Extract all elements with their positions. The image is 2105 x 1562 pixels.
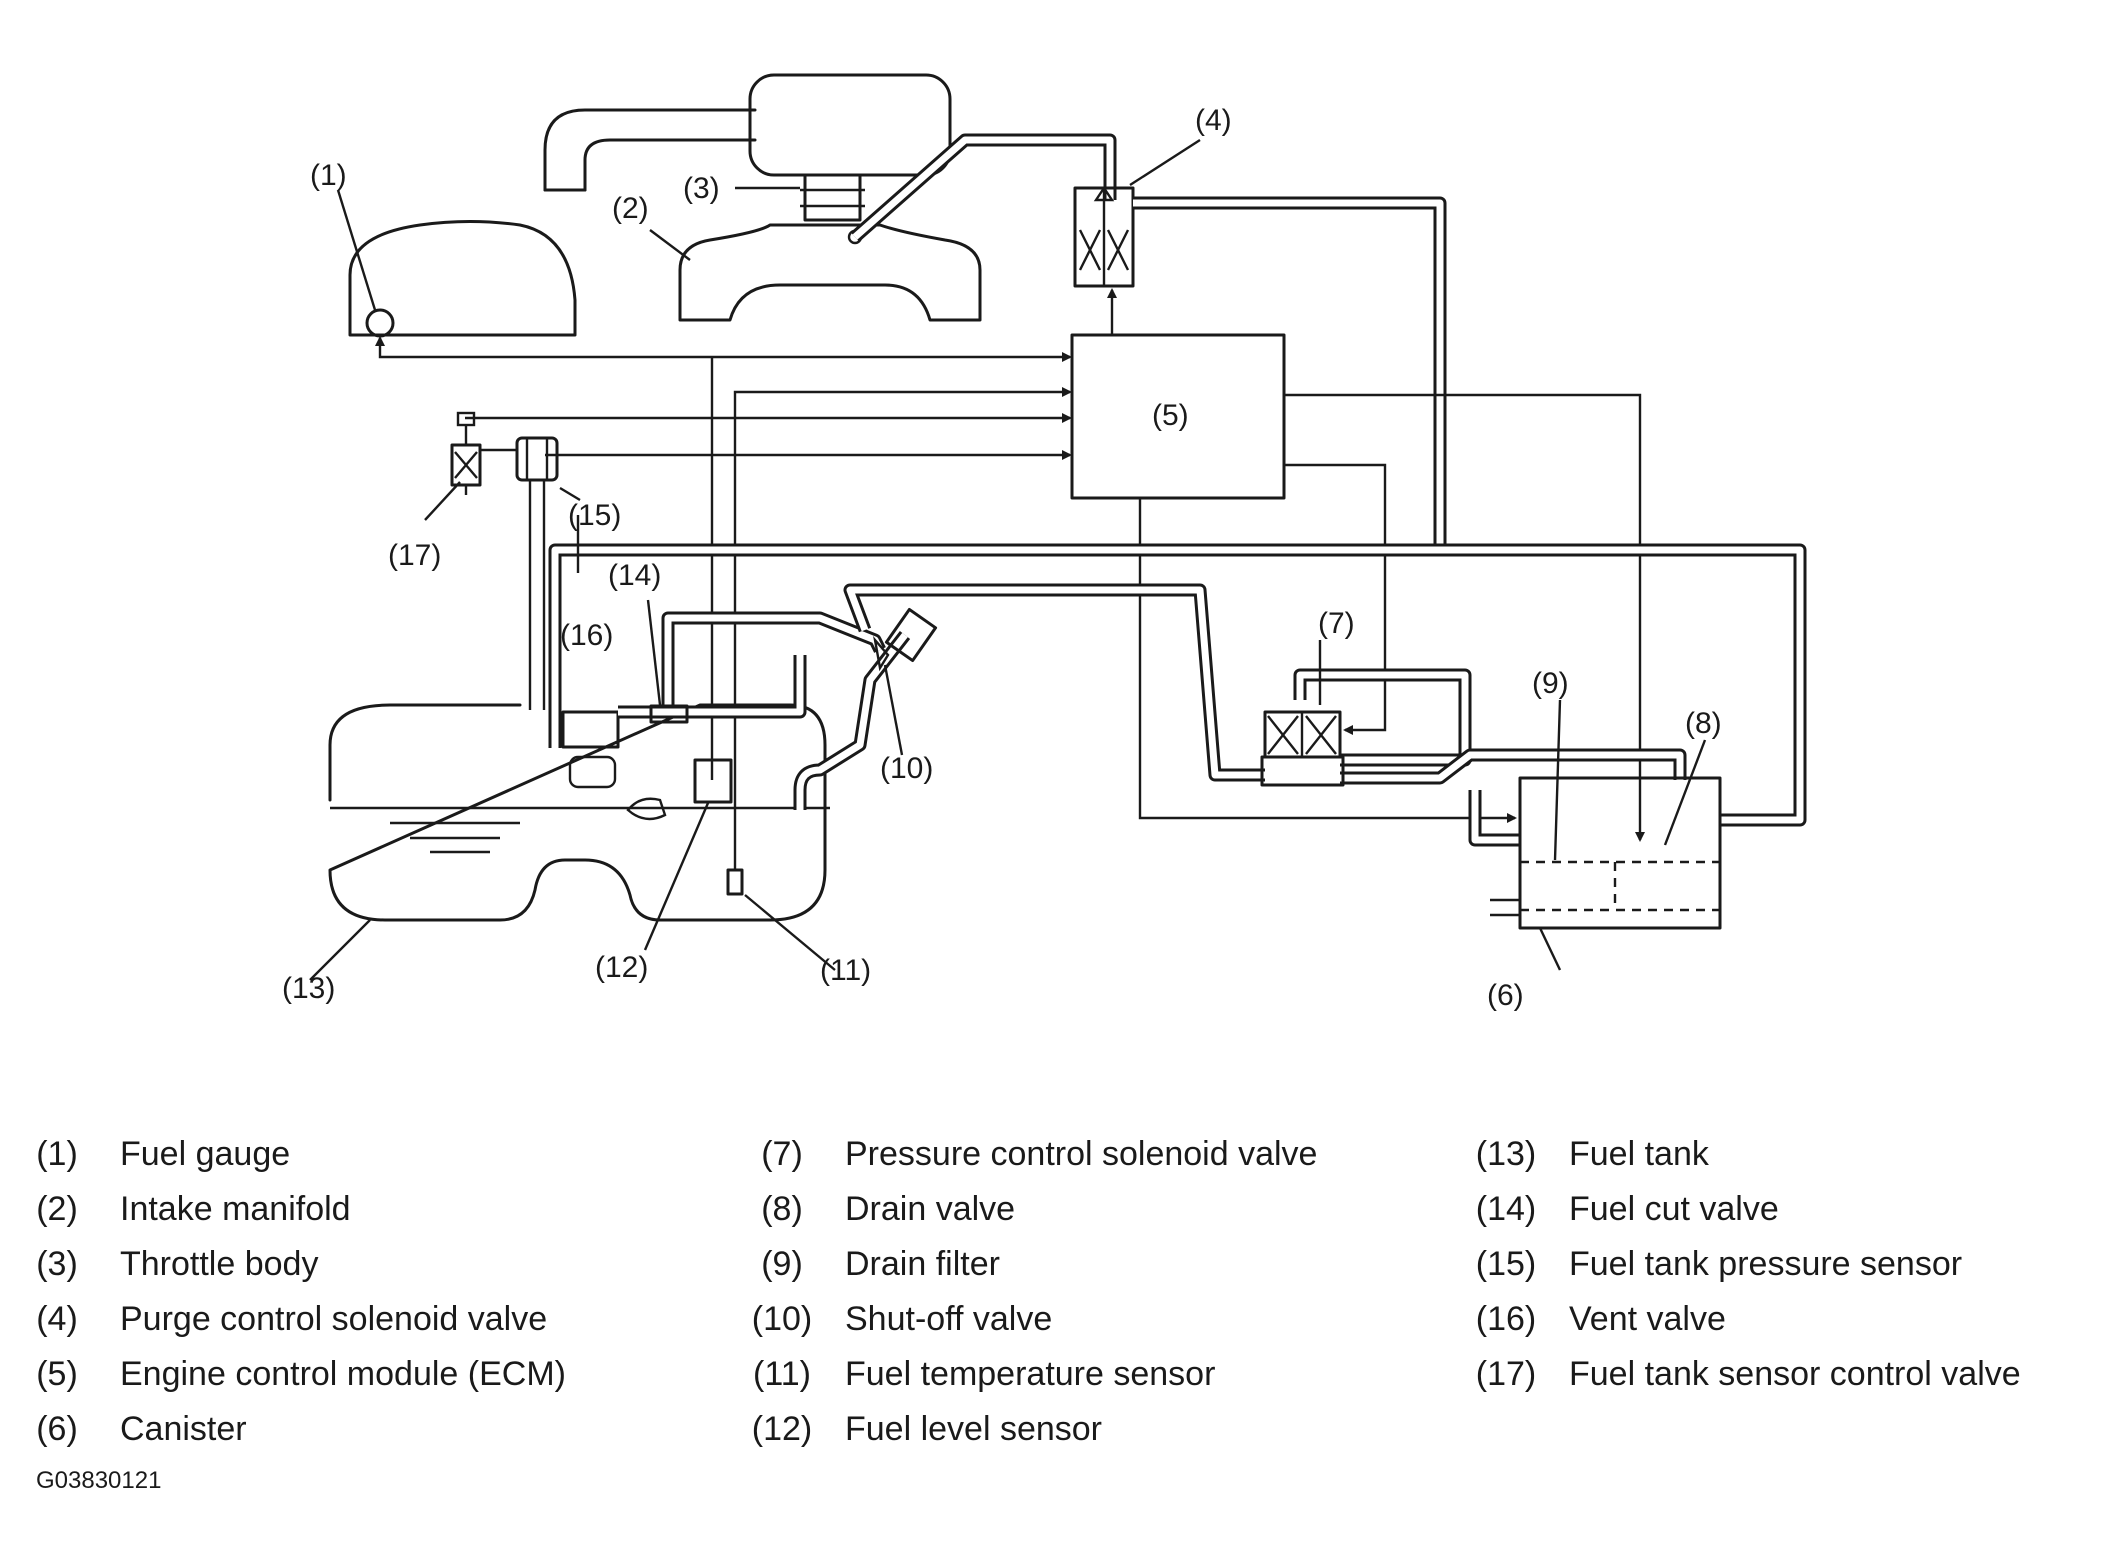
callout-13: (13) <box>282 972 335 1005</box>
legend-label: Pressure control solenoid valve <box>845 1135 1318 1173</box>
legend-number: (12) <box>751 1410 813 1448</box>
callout-2: (2) <box>612 192 649 225</box>
fuel-tank-sensor-control-valve <box>450 411 482 495</box>
filler-pipe <box>793 607 938 810</box>
purge-to-canister-pipe <box>1133 196 1447 545</box>
intake-manifold <box>678 223 982 322</box>
callout-15: (15) <box>568 499 621 532</box>
callout-9: (9) <box>1532 667 1569 700</box>
legend-label: Fuel cut valve <box>1569 1190 1779 1228</box>
pressure-control-solenoid-valve <box>1260 710 1345 787</box>
legend-number: (1) <box>36 1135 78 1173</box>
legend-number: (14) <box>1475 1190 1537 1228</box>
callout-5: (5) <box>1152 399 1189 432</box>
leader-lines <box>309 138 1707 981</box>
legend-label: Fuel gauge <box>120 1135 291 1173</box>
legend-number: (2) <box>36 1190 78 1228</box>
callout-10: (10) <box>880 752 933 785</box>
combination-meter <box>348 220 577 337</box>
legend-number: (7) <box>761 1135 803 1173</box>
legend-label: Fuel level sensor <box>845 1410 1103 1448</box>
fuel-tank-pressure-sensor <box>480 436 559 710</box>
throttle-body <box>800 173 865 222</box>
fuel-temperature-sensor <box>726 868 744 896</box>
legend-number: (6) <box>36 1410 78 1448</box>
legend-label: Fuel temperature sensor <box>845 1355 1216 1393</box>
callout-14: (14) <box>608 559 661 592</box>
legend-number: (10) <box>751 1300 813 1338</box>
fuel-gauge-icon <box>365 308 395 338</box>
callout-6: (6) <box>1487 979 1524 1012</box>
callout-3: (3) <box>683 172 720 205</box>
vent-valve <box>561 710 620 789</box>
legend-label: Drain valve <box>845 1190 1016 1228</box>
legend-number: (9) <box>761 1245 803 1283</box>
legend-number: (15) <box>1475 1245 1537 1283</box>
purge-control-solenoid-valve <box>1073 185 1135 288</box>
legend-label: Fuel tank pressure sensor <box>1569 1245 1963 1283</box>
figure-code: G03830121 <box>36 1467 162 1494</box>
legend-label: Shut-off valve <box>845 1300 1053 1338</box>
fuel-cut-valve <box>649 704 689 724</box>
legend-label: Fuel tank sensor control valve <box>1569 1355 2021 1393</box>
callout-8: (8) <box>1685 707 1722 740</box>
filler-to-pcv-pipe <box>843 583 1265 782</box>
air-intake-duct <box>543 108 757 192</box>
callout-16: (16) <box>560 619 613 652</box>
callout-17: (17) <box>388 539 441 572</box>
canister <box>1490 776 1722 930</box>
legend-number: (16) <box>1475 1300 1537 1338</box>
legend-number: (5) <box>36 1355 78 1393</box>
fuel-level-float <box>626 797 667 821</box>
legend-number: (13) <box>1475 1135 1537 1173</box>
fuel-tank <box>328 703 830 922</box>
ecm-box <box>1070 333 1286 500</box>
air-cleaner <box>748 73 952 177</box>
pcv-to-canister-pipe <box>1340 748 1687 847</box>
callout-12: (12) <box>595 951 648 984</box>
fuel-cut-line <box>661 611 886 715</box>
legend-label: Engine control module (ECM) <box>120 1355 566 1393</box>
legend-label: Intake manifold <box>120 1190 351 1228</box>
fuel-level-sensor <box>693 758 733 804</box>
legend-number: (8) <box>761 1190 803 1228</box>
legend-number: (3) <box>36 1245 78 1283</box>
callout-7: (7) <box>1318 607 1355 640</box>
callout-1: (1) <box>310 159 347 192</box>
legend-label: Purge control solenoid valve <box>120 1300 548 1338</box>
legend-label: Vent valve <box>1569 1300 1726 1338</box>
legend-number: (4) <box>36 1300 78 1338</box>
legend-label: Fuel tank <box>1569 1135 1709 1173</box>
callout-11: (11) <box>820 954 871 987</box>
legend-number: (17) <box>1475 1355 1537 1393</box>
evap-system-diagram: (1) (2) (3) (4) (5) (6) (7) (8) (9) (10)… <box>282 73 1807 1012</box>
shut-off-valve <box>873 635 890 672</box>
signal-lines <box>375 288 1645 842</box>
purge-line <box>850 133 1117 242</box>
canister-pipe-loop <box>548 543 1807 827</box>
callout-4: (4) <box>1195 104 1232 137</box>
legend-number: (11) <box>753 1355 811 1393</box>
vent-line <box>618 655 807 719</box>
legend-label: Canister <box>120 1410 247 1448</box>
pcv-loop-pipe <box>1293 668 1472 767</box>
legend-label: Drain filter <box>845 1245 1000 1283</box>
legend-label: Throttle body <box>120 1245 319 1283</box>
